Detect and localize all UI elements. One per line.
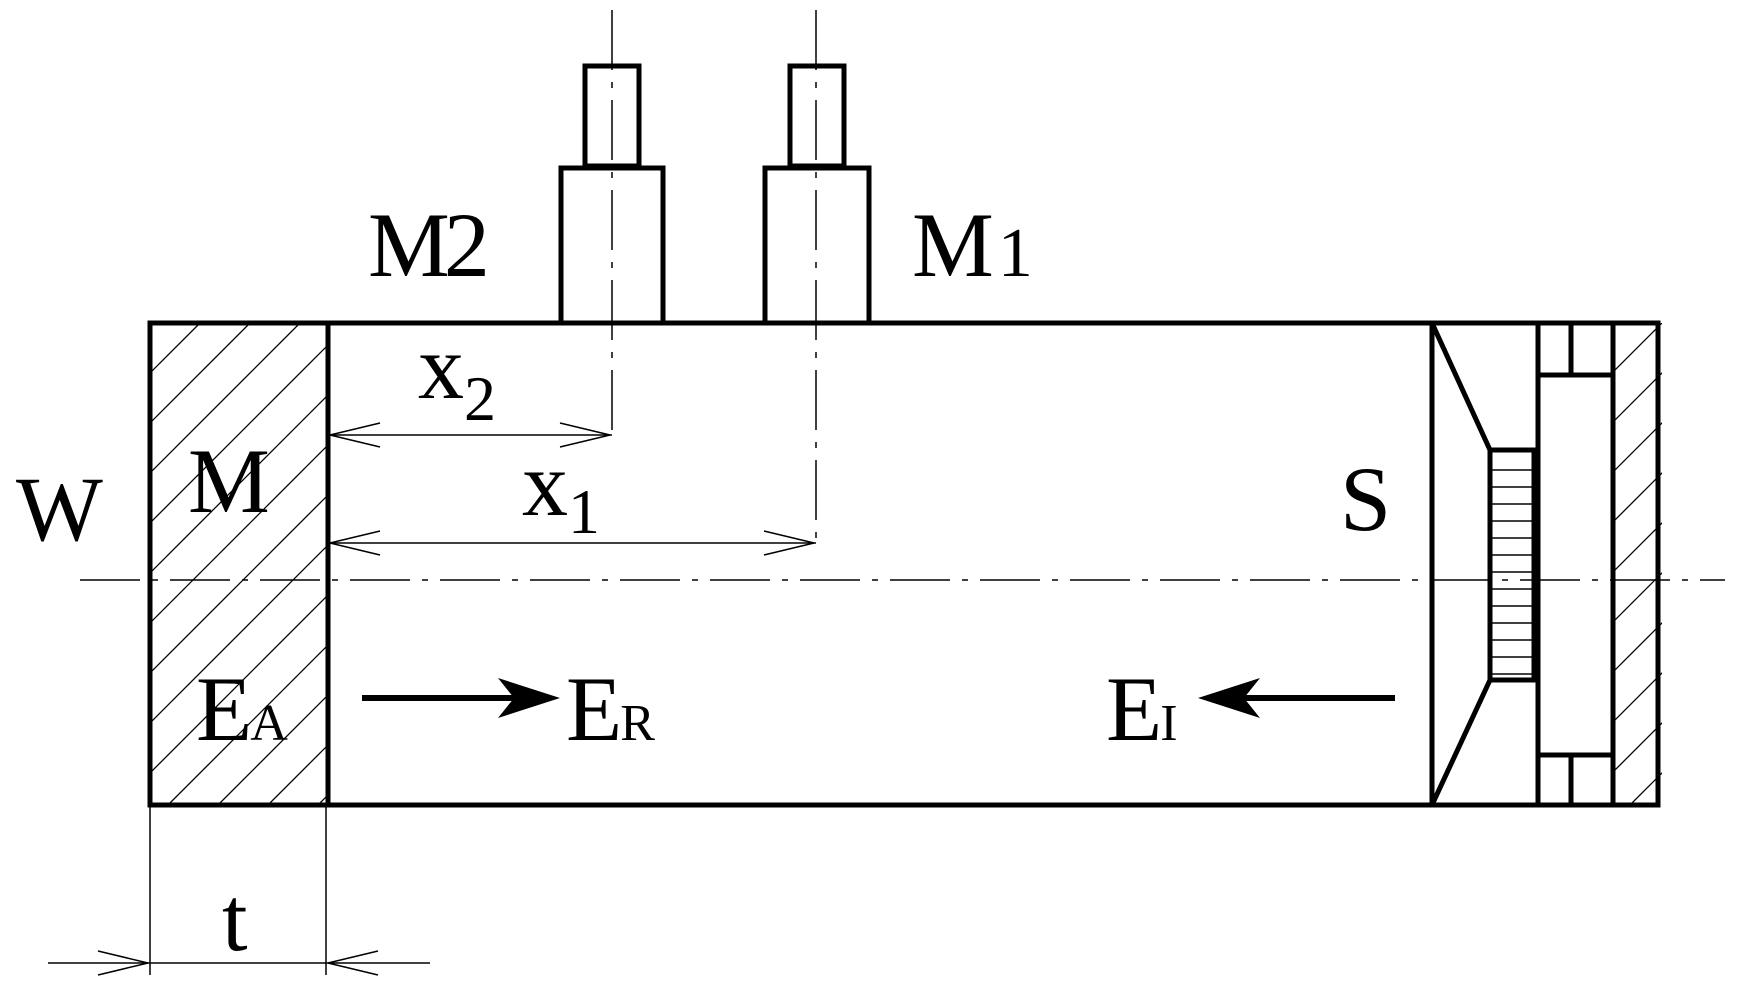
label-w: W bbox=[16, 458, 103, 560]
speaker-coil-windings bbox=[1490, 469, 1534, 675]
speaker-magnet bbox=[1535, 372, 1616, 758]
label-m1: M1 bbox=[912, 194, 1033, 296]
reflected-wave-arrow bbox=[362, 678, 560, 718]
hatch-line bbox=[1612, 372, 1662, 424]
label-source-s: S bbox=[1340, 448, 1391, 550]
mic1-body bbox=[762, 165, 872, 326]
hatch-line bbox=[1612, 672, 1662, 724]
label-sample-m: M bbox=[188, 430, 270, 532]
hatch-line bbox=[150, 323, 151, 324]
hatch-line bbox=[150, 446, 326, 624]
label-er: ER bbox=[566, 658, 655, 760]
incident-wave-arrow bbox=[1198, 678, 1395, 718]
speaker-cone bbox=[1429, 321, 1493, 807]
label-x1: x1 bbox=[522, 433, 600, 547]
hatch-line bbox=[768, 323, 1250, 805]
hatch-line bbox=[317, 796, 326, 805]
backplate-hatching bbox=[1612, 323, 1742, 805]
hatch-line bbox=[468, 323, 950, 805]
hatch-line bbox=[150, 323, 251, 424]
hatch-line bbox=[150, 546, 326, 724]
hatch-line bbox=[150, 596, 326, 774]
t-arrow-right bbox=[327, 950, 379, 976]
hatch-line bbox=[1730, 323, 1742, 805]
hatch-line bbox=[150, 323, 201, 374]
hatch-line bbox=[150, 496, 326, 674]
loudspeaker-source bbox=[1429, 321, 1616, 807]
dimension-x1 bbox=[328, 530, 816, 556]
x2-arrow-right bbox=[559, 422, 611, 448]
mic2-body bbox=[558, 165, 666, 326]
hatch-line bbox=[217, 696, 326, 805]
dimension-t bbox=[48, 805, 430, 976]
hatch-line bbox=[1612, 572, 1662, 624]
hatch-line bbox=[618, 323, 1100, 805]
hatch-line bbox=[668, 323, 1150, 805]
hatch-line bbox=[1680, 323, 1742, 805]
hatch-line bbox=[167, 646, 326, 805]
label-m2: M2 bbox=[368, 194, 490, 296]
label-ei: EI bbox=[1106, 658, 1178, 760]
hatch-line bbox=[150, 396, 326, 574]
microphone-2 bbox=[558, 63, 666, 326]
hatch-line bbox=[150, 323, 301, 474]
hatch-line bbox=[150, 346, 326, 524]
sample-hatching bbox=[150, 323, 1250, 805]
label-x2: x2 bbox=[418, 316, 496, 434]
hatch-line bbox=[1612, 522, 1662, 574]
hatch-line bbox=[267, 746, 326, 805]
label-thickness-t: t bbox=[222, 868, 248, 970]
dimension-x2 bbox=[328, 422, 612, 448]
hatch-line bbox=[1612, 422, 1662, 474]
hatch-line bbox=[1629, 772, 1662, 805]
mic1-head bbox=[787, 63, 847, 169]
hatch-line bbox=[1612, 323, 1662, 374]
hatch-line bbox=[1612, 722, 1662, 774]
x2-arrow-left bbox=[329, 422, 381, 448]
x1-arrow-left bbox=[329, 530, 381, 556]
label-ea: EA bbox=[196, 658, 288, 760]
microphone-1 bbox=[762, 63, 872, 326]
speaker-coil bbox=[1487, 447, 1537, 683]
tube-outline bbox=[147, 320, 1661, 808]
t-arrow-left bbox=[97, 950, 149, 976]
x1-arrow-right bbox=[763, 530, 815, 556]
